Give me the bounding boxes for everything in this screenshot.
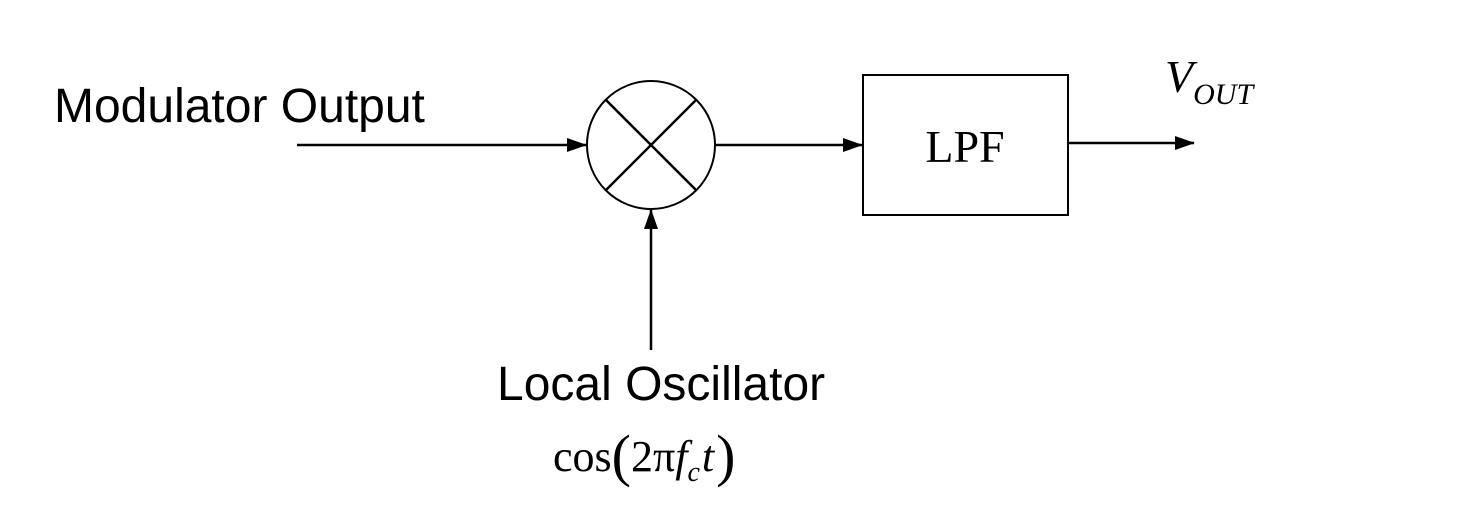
oscillator-formula: cos(2πfct) (553, 423, 735, 488)
formula-func: cos (553, 432, 612, 481)
mixer-multiplier-icon (586, 80, 716, 210)
output-label: VOUT (1165, 51, 1255, 111)
formula-close-paren: ) (716, 423, 735, 488)
lpf-label: LPF (925, 121, 1004, 172)
input-label: Modulator Output (54, 80, 425, 133)
output-label-base: V (1165, 51, 1198, 102)
output-label-subscript: OUT (1193, 78, 1255, 111)
lpf-block: LPF (862, 74, 1069, 216)
oscillator-label: Local Oscillator (497, 358, 825, 411)
formula-open-paren: ( (612, 423, 631, 488)
formula-f-subscript: c (687, 457, 700, 488)
formula-t: t (702, 432, 716, 481)
formula-coefficient: 2 (631, 432, 653, 481)
formula-pi: π (653, 432, 675, 481)
